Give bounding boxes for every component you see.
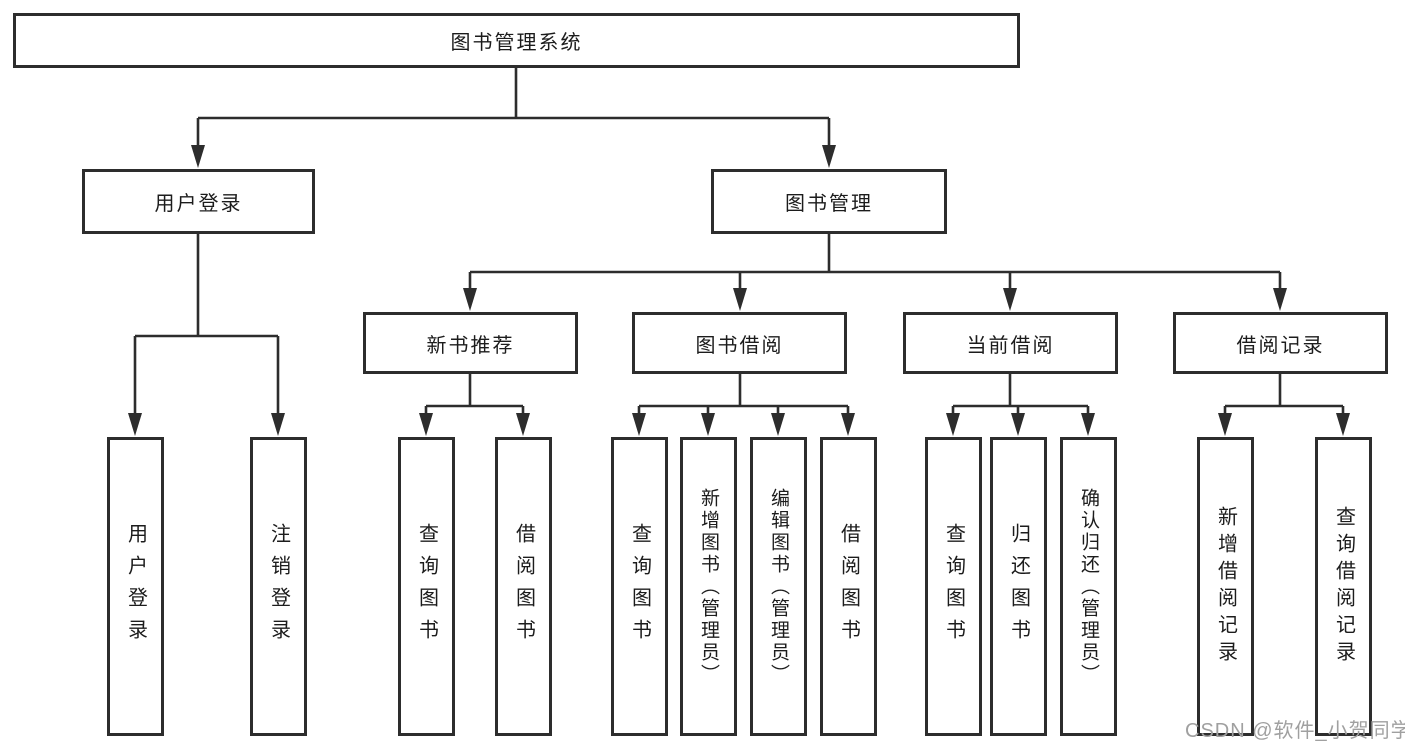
leaf-borrow-book-2-label: 借阅图书: [837, 522, 860, 651]
csdn-watermark: CSDN @软件_小贺同学: [1185, 720, 1405, 742]
leaf-edit-book-label: 编辑图书（管理员）: [768, 487, 789, 686]
leaf-confirm-return: 确认归还（管理员）: [1060, 437, 1117, 736]
node-current-borrow-label: 当前借阅: [966, 334, 1055, 357]
leaf-query-book-2: 查询图书: [611, 437, 668, 736]
edges-book-mgmt: [468, 234, 1282, 289]
node-current-borrow: 当前借阅: [903, 312, 1118, 374]
leaf-return-book-label: 归还图书: [1007, 522, 1030, 651]
node-book-mgmt-label: 图书管理: [785, 193, 873, 215]
leaf-query-book-2-label: 查询图书: [628, 522, 651, 651]
node-new-book-rec-label: 新书推荐: [426, 334, 515, 357]
leaf-borrow-book-1: 借阅图书: [495, 437, 552, 736]
edges-current-borrow: [951, 374, 1090, 414]
leaf-user-login: 用户登录: [107, 437, 164, 736]
leaf-return-book: 归还图书: [990, 437, 1047, 736]
leaf-query-book-3-label: 查询图书: [942, 522, 965, 651]
leaf-user-login-label: 用户登录: [124, 522, 147, 651]
node-root-label: 图书管理系统: [450, 32, 583, 54]
edges-root: [196, 68, 831, 146]
edges-new-book-rec: [424, 374, 525, 414]
leaf-logout: 注销登录: [250, 437, 307, 736]
leaf-edit-book: 编辑图书（管理员）: [750, 437, 807, 736]
edges-book-borrow: [637, 374, 850, 414]
node-borrow-record-label: 借阅记录: [1236, 334, 1325, 357]
leaf-add-record-label: 新增借阅记录: [1214, 505, 1237, 668]
node-user-login: 用户登录: [82, 169, 315, 234]
leaf-query-book-3: 查询图书: [925, 437, 982, 736]
edges-user-login: [133, 234, 280, 414]
node-book-borrow: 图书借阅: [632, 312, 847, 374]
node-borrow-record: 借阅记录: [1173, 312, 1388, 374]
leaf-query-book-1: 查询图书: [398, 437, 455, 736]
leaf-add-book-label: 新增图书（管理员）: [698, 487, 719, 686]
leaf-logout-label: 注销登录: [267, 522, 290, 651]
leaf-borrow-book-2: 借阅图书: [820, 437, 877, 736]
edges-borrow-record: [1223, 374, 1345, 414]
node-new-book-rec: 新书推荐: [363, 312, 578, 374]
leaf-query-record-label: 查询借阅记录: [1332, 505, 1355, 668]
leaf-add-record: 新增借阅记录: [1197, 437, 1254, 736]
leaf-query-record: 查询借阅记录: [1315, 437, 1372, 736]
node-root: 图书管理系统: [13, 13, 1020, 68]
leaf-add-book: 新增图书（管理员）: [680, 437, 737, 736]
leaf-query-book-1-label: 查询图书: [415, 522, 438, 651]
node-book-borrow-label: 图书借阅: [695, 334, 784, 357]
leaf-borrow-book-1-label: 借阅图书: [512, 522, 535, 651]
node-user-login-label: 用户登录: [154, 193, 243, 215]
node-book-mgmt: 图书管理: [711, 169, 947, 234]
leaf-confirm-return-label: 确认归还（管理员）: [1078, 487, 1099, 686]
